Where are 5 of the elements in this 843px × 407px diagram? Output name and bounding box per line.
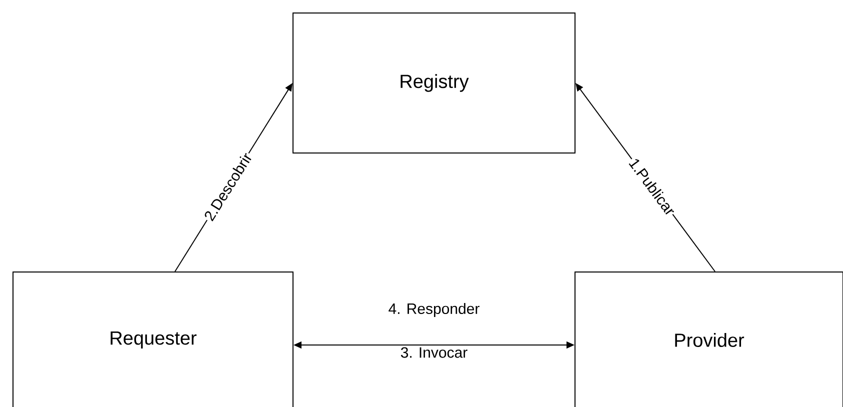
component-box: Registry	[292, 12, 576, 154]
component-box: Provider	[574, 272, 843, 407]
text-label: 4. Responder	[388, 303, 480, 317]
edge-label: 3. Invocar	[399, 346, 469, 359]
component-box: Requester	[12, 272, 294, 407]
